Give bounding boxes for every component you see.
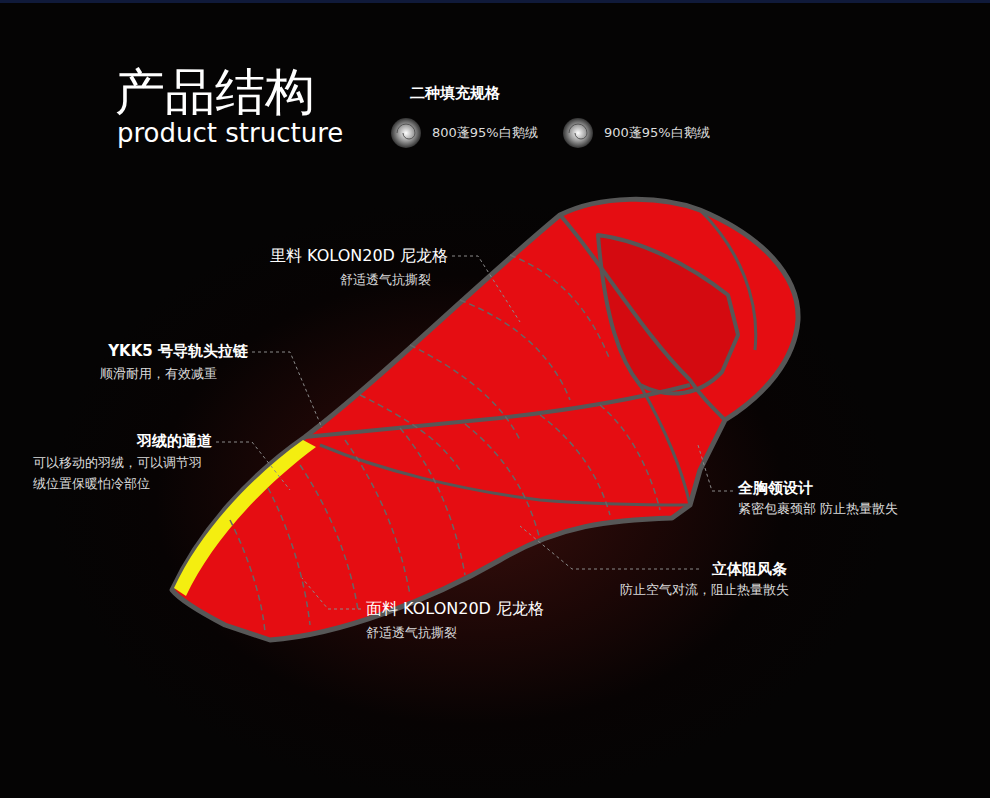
spec-item: 900蓬95%白鹅绒 — [604, 125, 710, 141]
callout-note: 紧密包裹颈部 防止热量散失 — [738, 501, 898, 517]
subtitle: product structure — [117, 118, 343, 149]
callout-label: 羽绒的通道 — [137, 432, 212, 450]
callout-note: 防止空气对流，阻止热量散失 — [620, 582, 789, 598]
callout-label: YKK5 号导轨头拉链 — [108, 342, 248, 360]
sleeping-bag-body — [172, 199, 798, 640]
callout-note: 可以移动的羽绒，可以调节羽 绒位置保暖怕冷部位 — [33, 452, 209, 495]
hood-opening — [598, 235, 738, 394]
callout-note: 顺滑耐用，有效减重 — [100, 366, 217, 382]
baffle-lines — [230, 255, 660, 632]
callout-note: 舒适透气抗撕裂 — [340, 272, 431, 288]
down-icon — [563, 118, 593, 148]
callout-label: 立体阻风条 — [712, 560, 787, 578]
callout-label: 全胸领设计 — [738, 479, 813, 497]
title: 产品结构 — [115, 62, 315, 122]
callout-label: 里料 KOLON20D 尼龙格 — [270, 246, 448, 265]
down-icon — [391, 118, 421, 148]
leader-lines — [216, 256, 733, 609]
spec-item: 800蓬95%白鹅绒 — [432, 125, 538, 141]
top-bar — [0, 0, 990, 3]
spec-heading: 二种填充规格 — [410, 84, 500, 102]
callout-label: 面料 KOLON20D 尼龙格 — [366, 599, 544, 618]
callout-note: 舒适透气抗撕裂 — [366, 625, 457, 641]
draft-collar — [305, 385, 690, 437]
